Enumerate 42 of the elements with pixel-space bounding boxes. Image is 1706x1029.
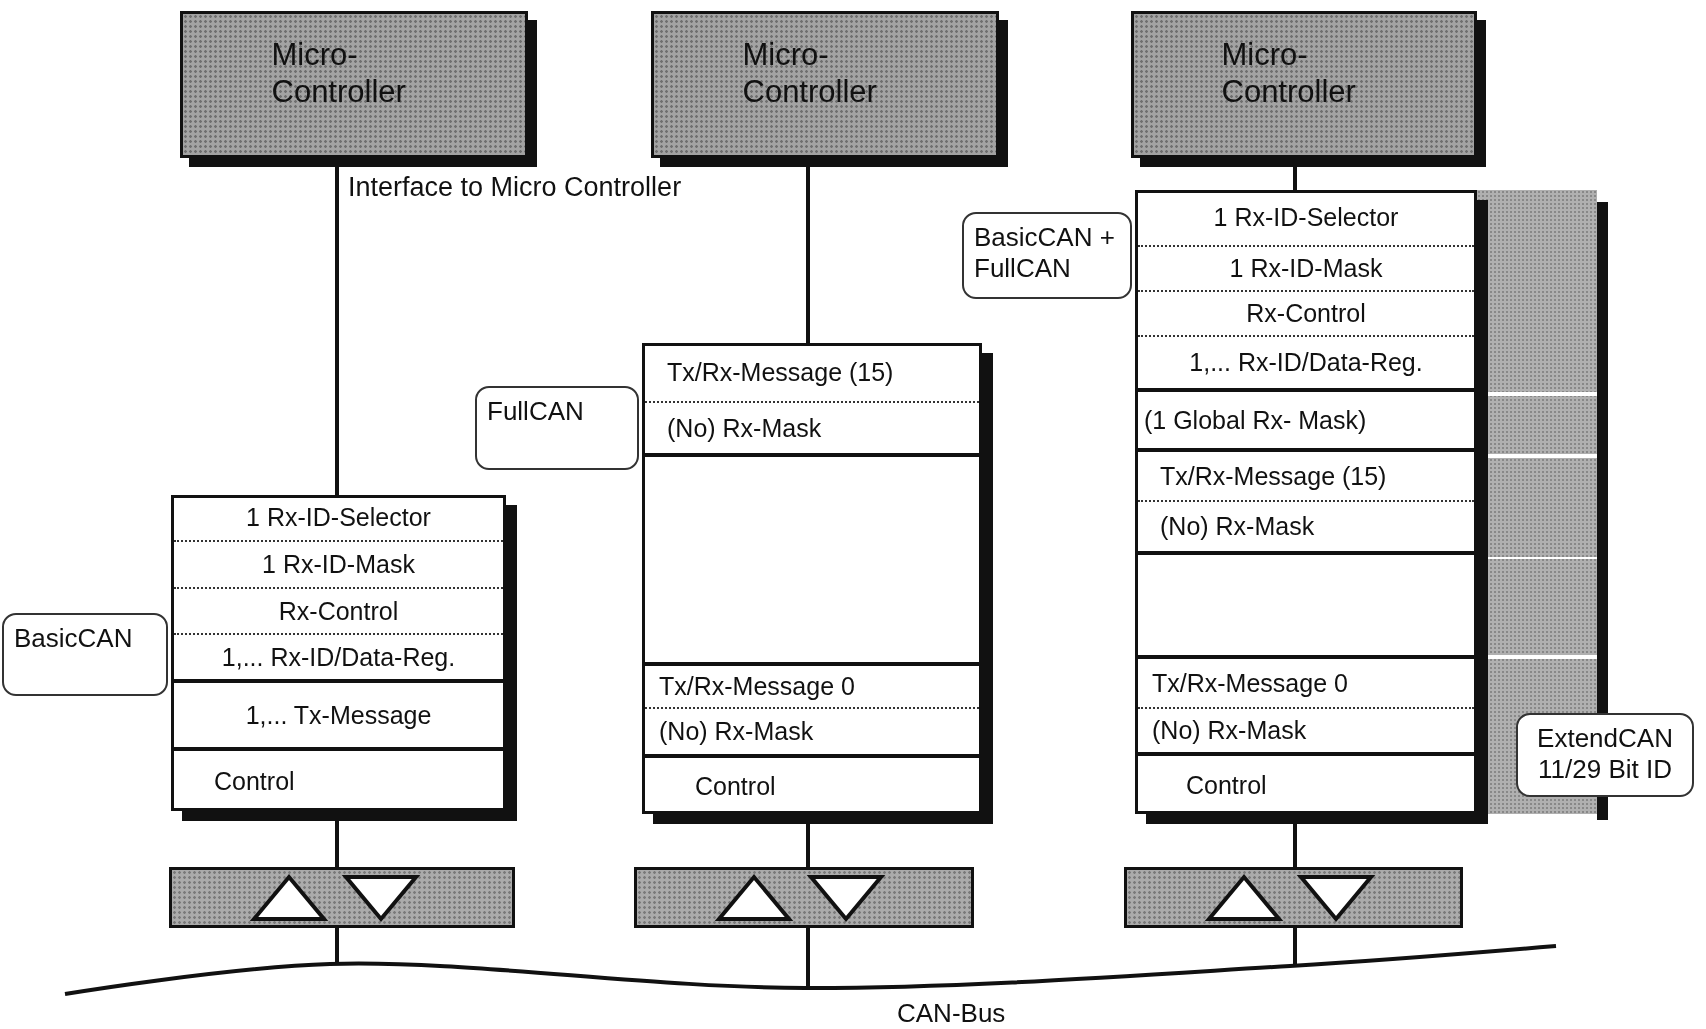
callout-label: FullCAN [487,396,584,426]
callout-box [2,613,168,696]
register-label: Rx-Control [278,596,399,626]
register-label: 1 Rx-ID-Selector [1213,203,1399,232]
connector-line [1293,928,1297,966]
callout-label: BasicCAN + FullCAN [974,222,1115,284]
register-row [645,662,979,709]
register-label: Control [214,766,295,796]
callout-box [962,212,1132,299]
transceiver-box [169,867,515,928]
callout-label: ExtendCAN 11/29 Bit ID [1537,723,1673,785]
transceiver-box [634,867,974,928]
register-label: 1 Rx-ID-Mask [1229,254,1383,283]
register-label: 1 Rx-ID-Mask [262,550,415,579]
connector-line [335,928,339,964]
register-label: Rx-Control [1246,299,1366,328]
register-label: (1 Global Rx- Mask) [1144,405,1367,435]
register-label: Tx/Rx-Message 0 [659,672,855,701]
register-label: (No) Rx-Mask [1152,716,1307,745]
register-label: Tx/Rx-Message (15) [667,357,894,387]
interface-label: Interface to Micro Controller [348,172,682,203]
transceiver-box [1124,867,1463,928]
callout-box [1516,713,1694,797]
register-label: Tx/Rx-Message 0 [1152,668,1348,698]
register-label: (No) Rx-Mask [667,413,822,443]
register-label: Control [695,771,776,801]
register-label: 1,... Rx-ID/Data-Reg. [1189,348,1423,377]
callout-label: BasicCAN [14,623,133,653]
bus-label: CAN-Bus [897,998,1006,1029]
register-label: 1,... Tx-Message [245,700,432,730]
register-label: Control [1186,770,1267,800]
box-label: Micro- Controller [1221,36,1357,111]
register-label: 1 Rx-ID-Selector [246,503,431,532]
register-label: 1,... Rx-ID/Data-Reg. [221,642,456,672]
register-label: (No) Rx-Mask [1160,512,1315,541]
callout-box [475,386,639,470]
register-row [1138,655,1474,709]
register-label: Tx/Rx-Message (15) [1160,461,1387,491]
register-label: (No) Rx-Mask [659,717,814,746]
box-label: Micro- Controller [742,36,878,111]
box-label: Micro- Controller [271,36,407,111]
connector-line [806,928,810,988]
